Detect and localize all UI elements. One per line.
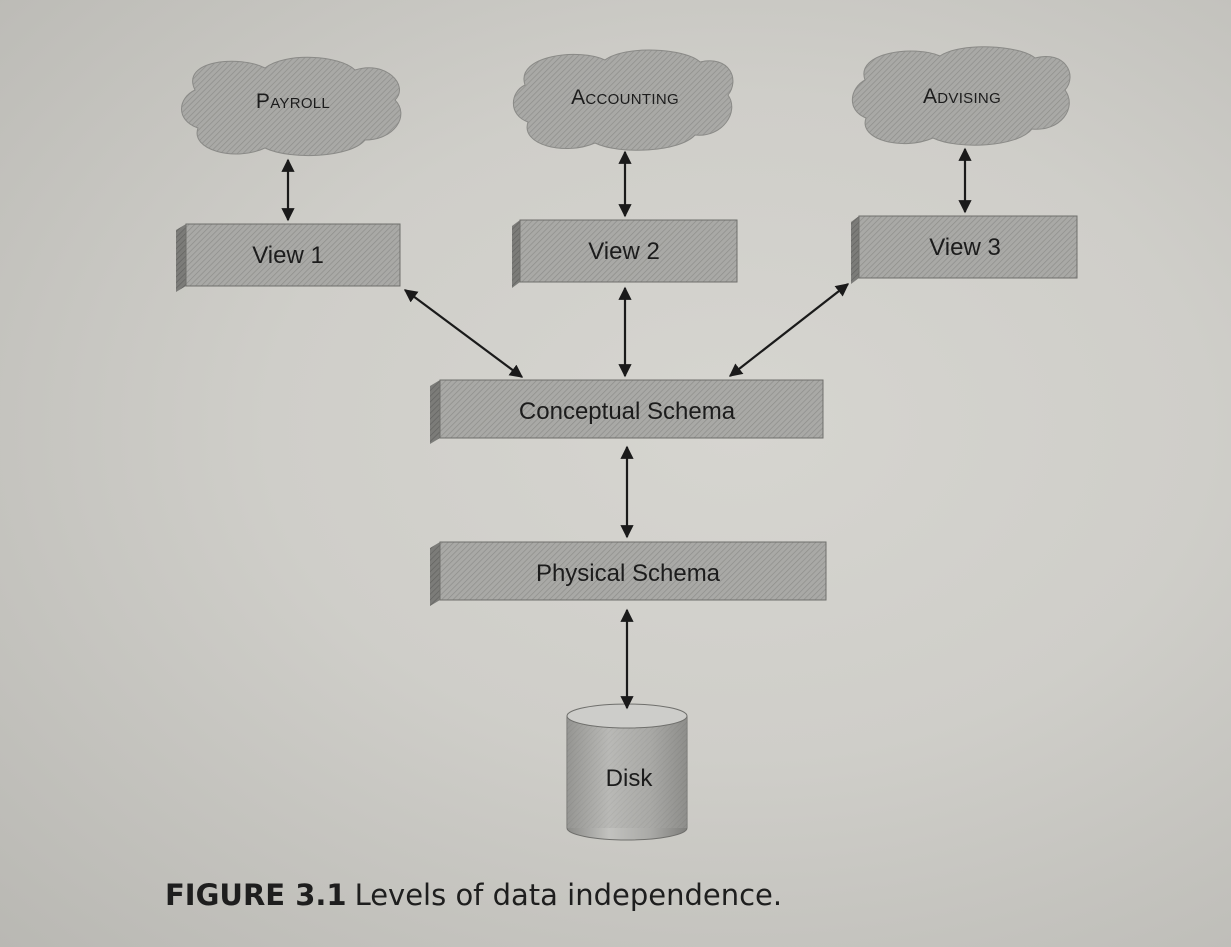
payroll-cloud: Payroll [181, 56, 402, 156]
accounting-cloud: Accounting [512, 49, 734, 151]
arrows [281, 147, 972, 710]
view-3-label: View 3 [929, 234, 1001, 261]
arrow-view3-conceptual [728, 283, 850, 377]
conceptual-schema-box: Conceptual Schema [430, 379, 824, 444]
advising-label: Advising [923, 85, 1001, 108]
view-1-label: View 1 [252, 242, 324, 269]
payroll-label: Payroll [256, 90, 330, 113]
disk-cylinder: Disk [566, 703, 688, 841]
view-1-box: View 1 [176, 223, 401, 292]
figure-number: FIGURE 3.1 [165, 878, 347, 912]
disk-label: Disk [606, 765, 654, 792]
accounting-label: Accounting [571, 86, 679, 109]
view-2-label: View 2 [588, 238, 660, 265]
view-3-box: View 3 [851, 215, 1078, 284]
advising-cloud: Advising [851, 46, 1071, 146]
physical-schema-label: Physical Schema [536, 560, 721, 587]
conceptual-schema-label: Conceptual Schema [519, 398, 736, 425]
figure-caption-text: Levels of data independence. [354, 878, 783, 912]
view-2-box: View 2 [512, 219, 738, 288]
arrow-view1-conceptual [403, 289, 524, 378]
physical-schema-box: Physical Schema [430, 541, 827, 606]
